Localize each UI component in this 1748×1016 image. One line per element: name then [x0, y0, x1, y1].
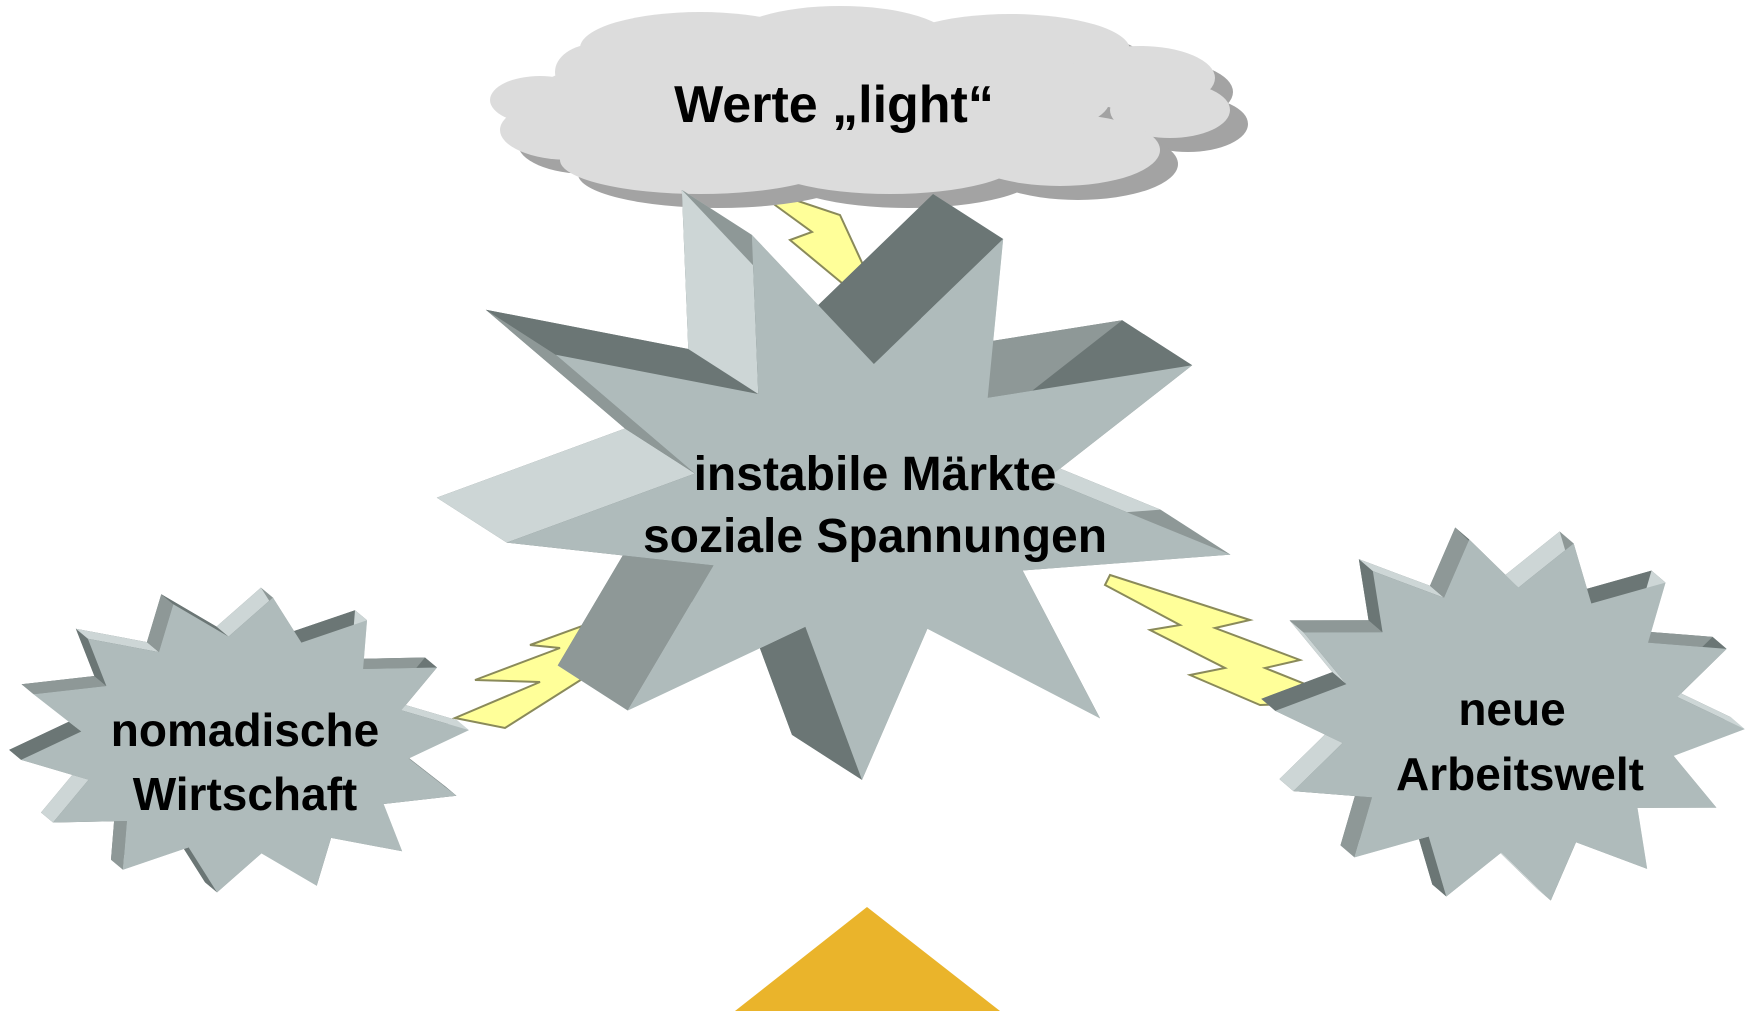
- right-burst-side-facet: [1663, 684, 1745, 730]
- center-burst-side-facet: [485, 309, 695, 474]
- bottom-triangle-shape: [735, 907, 1000, 1011]
- left-burst-side-facet: [396, 748, 457, 796]
- right-label-line1: neue: [1458, 683, 1565, 735]
- right-burst-side-facet: [1429, 527, 1470, 598]
- center-burst-side-facet: [803, 194, 1004, 365]
- right-burst-shape: [1261, 527, 1745, 901]
- left-burst-side-facet: [351, 657, 437, 669]
- cloud-label: Werte „light“: [674, 76, 994, 134]
- right-burst-side-facet: [1487, 840, 1551, 901]
- left-burst-side-facet: [75, 628, 107, 686]
- center-label-line2: soziale Spannungen: [643, 510, 1107, 563]
- left-burst-side-facet: [389, 700, 469, 731]
- left-burst-side-facet: [146, 594, 174, 653]
- right-burst-side-facet: [1634, 630, 1727, 649]
- left-burst-side-facet: [9, 721, 82, 760]
- center-burst-shape: [436, 189, 1231, 780]
- right-label-line2: Arbeitswelt: [1396, 748, 1644, 800]
- left-burst-side-facet: [41, 769, 89, 823]
- right-burst-side-facet: [1414, 824, 1447, 897]
- left-burst-side-facet: [21, 675, 107, 695]
- center-label-line1: instabile Märkte: [694, 448, 1057, 501]
- left-burst-side-facet: [75, 628, 159, 653]
- left-burst-side-facet: [176, 837, 218, 893]
- right-burst-side-facet: [1279, 731, 1343, 792]
- right-burst-side-facet: [1358, 559, 1444, 598]
- left-label-line2: Wirtschaft: [133, 768, 358, 820]
- cloud-shape: [490, 6, 1248, 208]
- center-burst-side-facet: [557, 520, 714, 711]
- left-burst-side-facet: [110, 811, 127, 870]
- left-burst-side-facet: [289, 610, 368, 643]
- right-burst-side-facet: [1340, 785, 1372, 858]
- left-burst-side-facet: [161, 594, 229, 637]
- right-burst-side-facet: [1504, 531, 1574, 588]
- left-burst-side-facet: [216, 587, 273, 637]
- center-burst-side-facet: [436, 428, 695, 543]
- left-label-line1: nomadische: [111, 704, 379, 756]
- center-burst-front-face: [506, 234, 1231, 780]
- right-burst-side-facet: [1577, 570, 1666, 604]
- right-burst-side-facet: [1261, 672, 1347, 711]
- left-burst-front-face: [21, 597, 469, 893]
- center-burst-side-facet: [485, 309, 759, 394]
- lightning-bolt-right: [1103, 573, 1351, 707]
- right-burst-side-facet: [1289, 620, 1347, 685]
- right-burst-side-facet: [1358, 559, 1383, 633]
- right-burst-front-face: [1275, 539, 1745, 901]
- right-burst-side-facet: [1289, 620, 1383, 633]
- left-burst-shape: [9, 587, 469, 893]
